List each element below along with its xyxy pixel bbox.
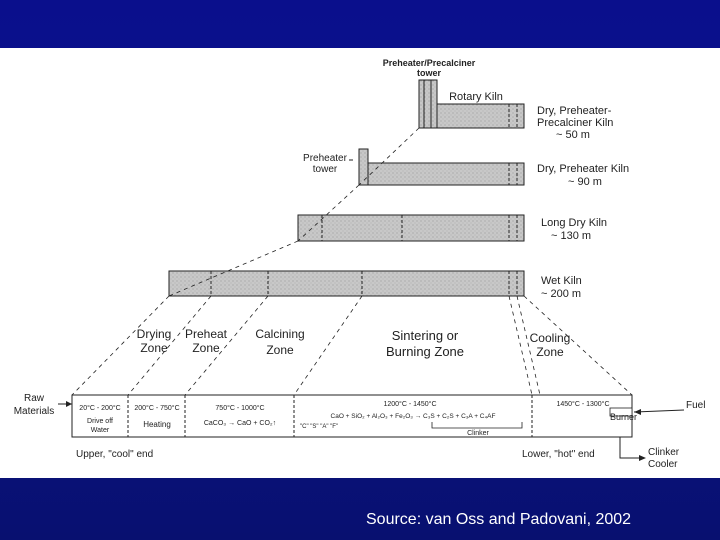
- tower-label: Preheater: [303, 153, 348, 164]
- segment-text: CaCO₃ → CaO + CO₂↑: [204, 420, 276, 427]
- zone-label-drying: Zone: [140, 341, 168, 355]
- kiln-precalciner: Preheater/Precalciner tower Rotary Kiln …: [383, 58, 614, 141]
- arrowhead-icon: [66, 401, 72, 407]
- zone-label-calcining: Zone: [266, 343, 294, 357]
- kiln-name: Dry, Preheater-: [537, 105, 612, 117]
- kiln-diagram: Preheater/Precalciner tower Rotary Kiln …: [14, 58, 706, 470]
- clinker-label: Clinker: [467, 430, 489, 437]
- dry-preheater-kiln-tube: [367, 162, 525, 186]
- wet-kiln-tube: [168, 270, 525, 297]
- clinker-bracket: [431, 422, 523, 429]
- fuel-arrow: [633, 409, 685, 413]
- segment-text: Drive off: [87, 418, 113, 425]
- zone-labels: Drying Zone Preheat Zone Calcining Zone …: [137, 327, 571, 359]
- kiln-length: ~ 130 m: [551, 230, 591, 242]
- lower-hot-end-label: Lower, "hot" end: [522, 449, 595, 460]
- segment-temp: 1200°C - 1450°C: [383, 400, 436, 408]
- kiln-wet: Wet Kiln ~ 200 m: [168, 270, 582, 300]
- raw-materials-label: Materials: [14, 406, 55, 417]
- zone-label-calcining: Calcining: [255, 327, 304, 341]
- raw-materials-label: Raw: [24, 393, 45, 404]
- zone-label-preheat: Preheat: [185, 327, 228, 341]
- upper-cool-end-label: Upper, "cool" end: [76, 449, 153, 460]
- segment-temp: 750°C - 1000°C: [215, 404, 264, 412]
- zone-label-drying: Drying: [137, 327, 172, 341]
- kiln-name: Precalciner Kiln: [537, 117, 613, 129]
- arrowhead-icon: [639, 455, 646, 461]
- precalciner-tower: [418, 79, 438, 129]
- zone-label-sintering: Burning Zone: [386, 344, 464, 359]
- arrowhead-icon: [634, 409, 641, 415]
- perspective-lines: [71, 127, 633, 396]
- burner-label: Burner: [610, 412, 637, 422]
- preheater-tower: [358, 148, 369, 186]
- long-dry-kiln-tube: [297, 214, 525, 242]
- tower-label: tower: [417, 68, 442, 78]
- kiln-long-dry: Long Dry Kiln ~ 130 m: [297, 214, 607, 242]
- tower-label: Preheater/Precalciner: [383, 58, 476, 68]
- rotary-kiln-label: Rotary Kiln: [449, 91, 503, 103]
- burner-nozzle: [609, 407, 633, 417]
- kiln-name: Wet Kiln: [541, 275, 582, 287]
- source-caption: Source: van Oss and Padovani, 2002: [366, 511, 632, 528]
- fuel-label: Fuel: [686, 400, 705, 411]
- zone-label-sintering: Sintering or: [392, 328, 459, 343]
- segment-temp: 200°C - 750°C: [134, 404, 179, 412]
- tower-label: tower: [313, 164, 338, 175]
- segment-text: Heating: [143, 420, 171, 429]
- segment-temp: 20°C - 200°C: [79, 404, 120, 412]
- zone-label-cooling: Cooling: [530, 331, 571, 345]
- zone-label-preheat: Zone: [192, 341, 220, 355]
- clinker-out-arrow: [619, 437, 642, 459]
- diagram-panel: Preheater/Precalciner tower Rotary Kiln …: [0, 48, 720, 478]
- segment-text: CaO + SiO₂ + Al₂O₃ + Fe₂O₃ → C₃S + C₂S +…: [331, 413, 496, 420]
- zone-label-cooling: Zone: [536, 345, 564, 359]
- slide-header-band: [0, 0, 720, 48]
- clinker-cooler-label: Cooler: [648, 459, 678, 470]
- precalciner-kiln-tube: [436, 103, 525, 129]
- segment-text: Water: [91, 427, 110, 434]
- process-box: [71, 394, 633, 438]
- kiln-length: ~ 90 m: [568, 176, 602, 188]
- segment-temp: 1450°C - 1300°C: [556, 400, 609, 408]
- kiln-name: Long Dry Kiln: [541, 217, 607, 229]
- flow-annotations: Raw Materials Fuel Clinker Cooler Upper,…: [14, 393, 706, 470]
- process-strip: 20°C - 200°C Drive off Water 200°C - 750…: [71, 394, 637, 438]
- kiln-length: ~ 200 m: [541, 288, 581, 300]
- segment-text: "C" "S" "A" "F": [300, 424, 338, 430]
- kiln-dry-preheater: Preheater tower Dry, Preheater Kiln ~ 90…: [303, 148, 629, 188]
- kiln-name: Dry, Preheater Kiln: [537, 163, 629, 175]
- clinker-cooler-label: Clinker: [648, 447, 680, 458]
- kiln-length: ~ 50 m: [556, 129, 590, 141]
